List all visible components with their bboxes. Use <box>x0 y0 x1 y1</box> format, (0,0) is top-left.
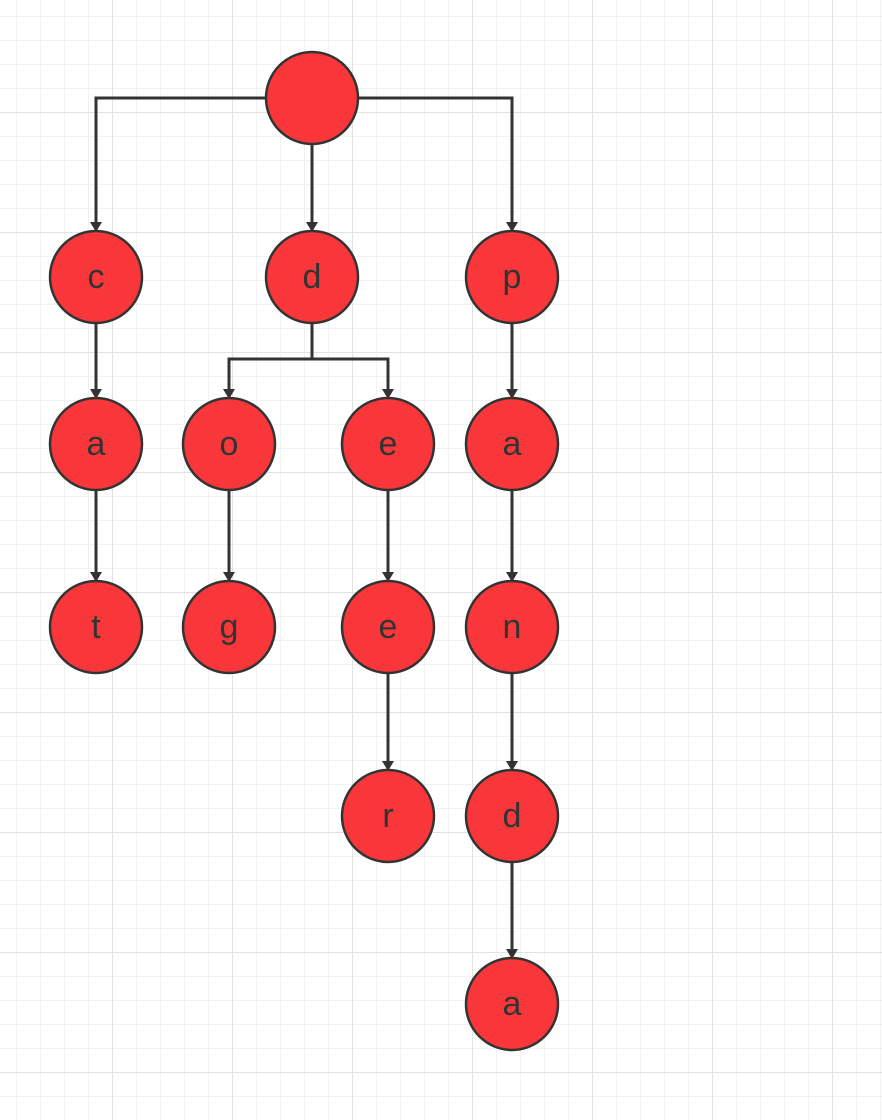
node-label: g <box>220 608 239 646</box>
node-circle <box>48 579 144 675</box>
node-c: c <box>48 229 144 325</box>
edge-root-p <box>358 96 518 232</box>
node-circle <box>464 396 560 492</box>
node-label: a <box>503 425 522 463</box>
node-pand: d <box>464 768 560 864</box>
node-dee: e <box>340 579 436 675</box>
node-label: e <box>379 425 398 463</box>
node-pa: a <box>464 396 560 492</box>
node-label: a <box>87 425 106 463</box>
node-circle <box>464 579 560 675</box>
node-label: o <box>220 425 239 463</box>
node-cat: t <box>48 579 144 675</box>
node-circle <box>340 768 436 864</box>
node-panda: a <box>464 956 560 1052</box>
node-circle <box>464 768 560 864</box>
node-p: p <box>464 229 560 325</box>
node-circle <box>264 229 360 325</box>
node-label: d <box>303 258 322 296</box>
node-label: c <box>88 258 105 296</box>
edge-d-do <box>223 323 314 399</box>
node-de: e <box>340 396 436 492</box>
node-ca: a <box>48 396 144 492</box>
nodes-layer: c d p a t o g e e r a n d a <box>48 50 560 1052</box>
node-circle <box>48 229 144 325</box>
node-circle <box>464 956 560 1052</box>
edges-layer <box>90 96 518 959</box>
node-label: t <box>91 608 101 646</box>
node-label: n <box>503 608 522 646</box>
node-label: a <box>503 985 522 1023</box>
node-circle <box>181 396 277 492</box>
node-label: r <box>382 797 393 835</box>
node-circle <box>340 579 436 675</box>
node-root <box>264 50 360 146</box>
node-label: p <box>503 258 522 296</box>
node-label: d <box>503 797 522 835</box>
node-label: e <box>379 608 398 646</box>
edge-d-de <box>310 323 394 399</box>
node-deer: r <box>340 768 436 864</box>
node-circle <box>264 50 360 146</box>
node-do: o <box>181 396 277 492</box>
node-circle <box>181 579 277 675</box>
node-d: d <box>264 229 360 325</box>
node-pan: n <box>464 579 560 675</box>
node-circle <box>464 229 560 325</box>
node-circle <box>340 396 436 492</box>
node-dog: g <box>181 579 277 675</box>
edge-root-c <box>90 96 266 232</box>
node-circle <box>48 396 144 492</box>
